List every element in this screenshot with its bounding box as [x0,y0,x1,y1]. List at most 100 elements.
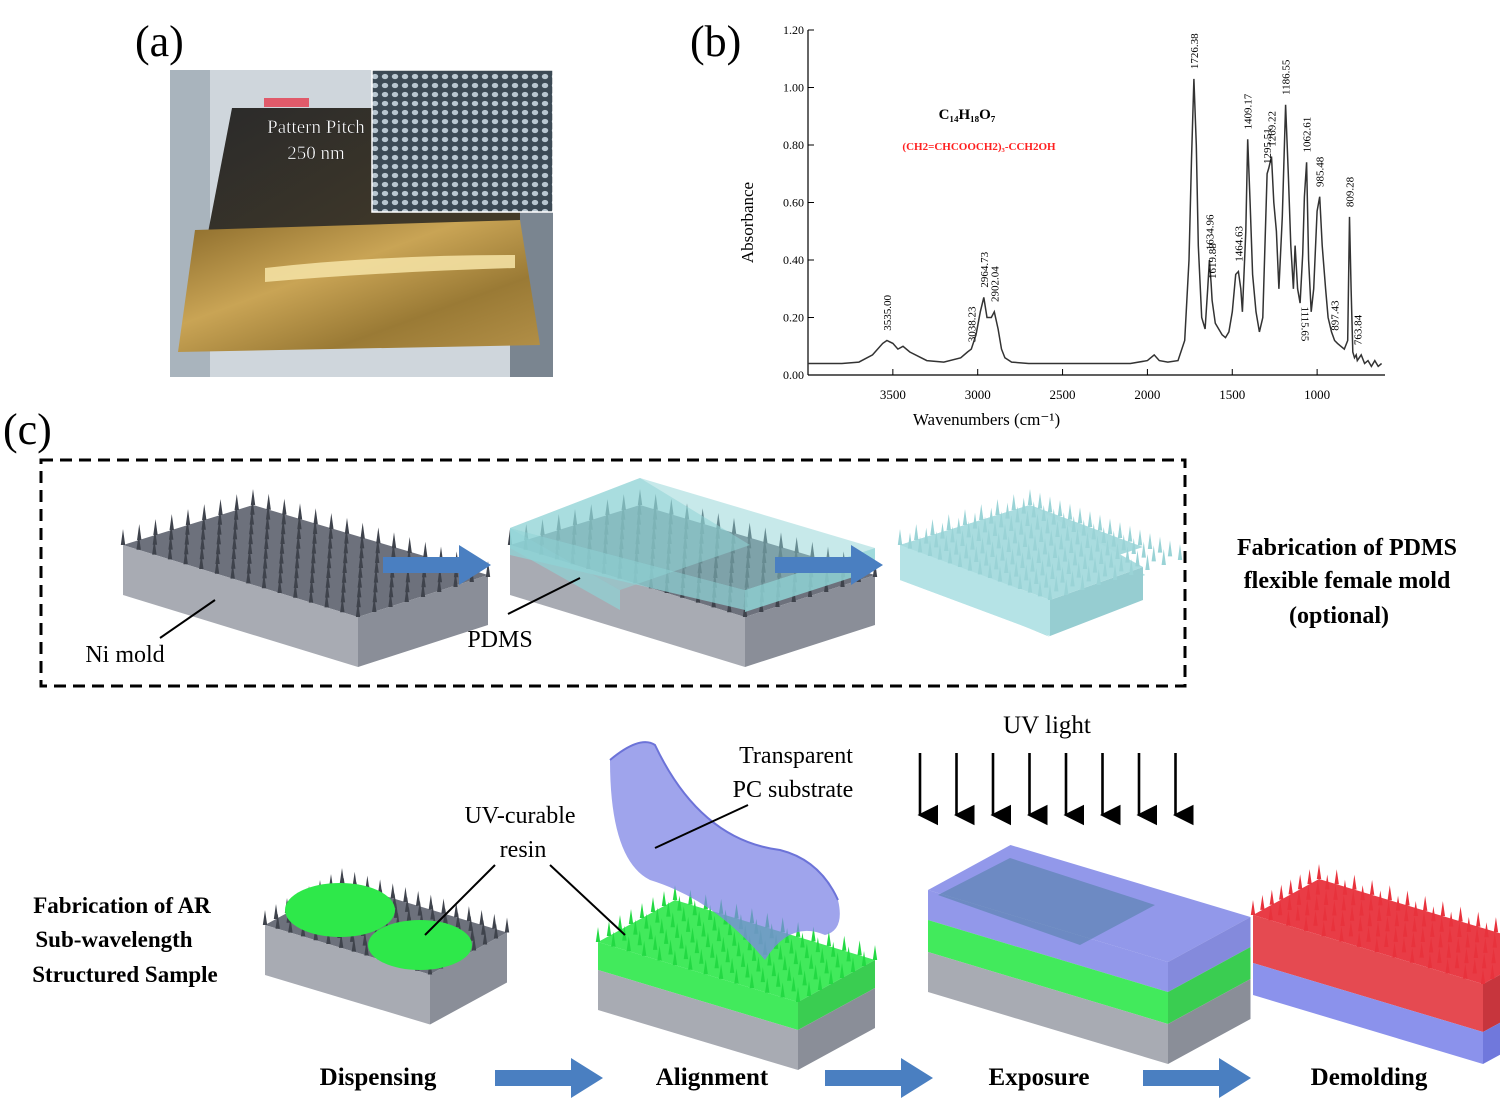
ni-spike [153,519,158,535]
dispense-block-front-0 [265,925,430,1025]
align-block-spike [672,885,678,900]
pdms-spike [1125,546,1130,563]
ni-spike [325,581,330,598]
peak-label: 1726.38 [1189,33,1201,69]
pdms-spike [962,509,968,525]
align-block-spike [771,961,777,977]
ar-row [262,741,1500,1070]
align-block-spike [751,945,757,961]
demold-block-spike [1454,953,1460,969]
pc-substrate-sheet [610,742,840,960]
ni-spike [311,547,316,564]
pdms-spike [984,549,989,566]
arrow-align-to-expose [825,1058,933,1098]
ni-spike [344,517,350,534]
align-block-spike [815,937,821,953]
ni-spike [359,532,365,549]
pdms-spike [1071,516,1076,532]
expose-block-front-2 [928,952,1168,1064]
y-tick-label: 1.20 [783,23,804,37]
uv-arrows [917,753,1194,826]
align-block-spike [861,951,867,966]
ni-spike [407,537,412,553]
pdms-spike [1111,530,1116,547]
demold-block-spike [1352,874,1357,890]
pdms-spike [1072,549,1078,566]
x-axis-label: Wavenumbers (cm⁻¹) [913,410,1060,429]
ni-spike [247,538,253,554]
sem-inset [372,70,553,212]
align-block-spike [707,904,713,920]
demold-block-spike [1287,895,1292,911]
dispense-block-spike [492,913,497,929]
demold-block-spike [1374,937,1380,953]
pdms-spike [1030,555,1035,572]
demold-block-spike [1385,916,1390,932]
demold-block-spike [1430,921,1435,937]
pc-leader [654,804,749,849]
align-block-spike [736,941,741,957]
pdms-spike [1161,549,1166,565]
pdms-spike [1112,564,1118,580]
dispense-block-spike [428,894,434,910]
pdms-spike [937,543,943,560]
peak-label: 2964.73 [979,251,991,287]
demold-block-spike [1268,905,1273,921]
dispense-block-side-0 [430,932,507,1025]
arrow-ni-to-pdms [383,545,491,585]
pdms-spike [1070,570,1075,587]
pdms-spike [1096,569,1101,585]
dispense-block-spike [352,871,357,887]
expose-block-side-2 [1168,979,1251,1064]
pdms-spike [1131,538,1136,554]
ar-title-line3: Structured Sample [32,962,218,987]
align-block-front-0 [598,942,798,1030]
demold-block-spike [1422,895,1428,911]
pdms-spike [974,546,979,562]
pdms-spike [1046,550,1051,567]
expose-block-side-0 [1168,917,1251,992]
ni-spike [485,561,491,577]
ni-spike [214,557,220,574]
pdms-spike [1066,558,1071,574]
pdms-spike [1151,545,1156,562]
dispense-block-spike [393,902,399,918]
ni-spike [233,503,239,520]
pdms-spike [1105,539,1110,556]
demold-block-spike [1464,948,1469,964]
pdms-spike [1167,540,1173,557]
demold-block-spike [1395,895,1401,911]
step-exposure: Exposure [989,1064,1090,1091]
ni-spike [340,586,346,603]
resin-leader-2 [549,864,626,936]
pdms-spike [924,527,929,544]
pdms-spike [1045,517,1050,534]
demold-block-spike [1465,932,1470,948]
panel-c-label: (c) [3,405,52,454]
panel-a: (a) Pattern Pitch 250 nm [135,17,554,377]
pdms-spike [1147,533,1153,549]
peak-label: 985.48 [1315,156,1327,187]
ni-spike [201,513,206,530]
demold-block-spike [1269,889,1275,905]
ni-spike [359,542,364,559]
pdms-spike [946,514,951,530]
align-block-spike [637,930,642,946]
pdms-spike [979,504,984,520]
pdms-spike [966,521,971,538]
ni-spike [295,542,300,559]
align-block-spike [611,931,616,947]
align-block-spike [644,913,649,929]
ni-spike [231,543,237,559]
peak-label: 1619.88 [1207,243,1219,279]
pdms-spike [1021,497,1026,514]
pdms-spike [1062,545,1068,562]
pdms-spike [1099,548,1104,564]
demold-block-spike [1445,958,1450,974]
pc-label-line1: Transparent [739,743,853,769]
ni-spike [137,524,142,540]
pdms-spike [927,540,933,556]
align-block-spike [639,903,645,918]
